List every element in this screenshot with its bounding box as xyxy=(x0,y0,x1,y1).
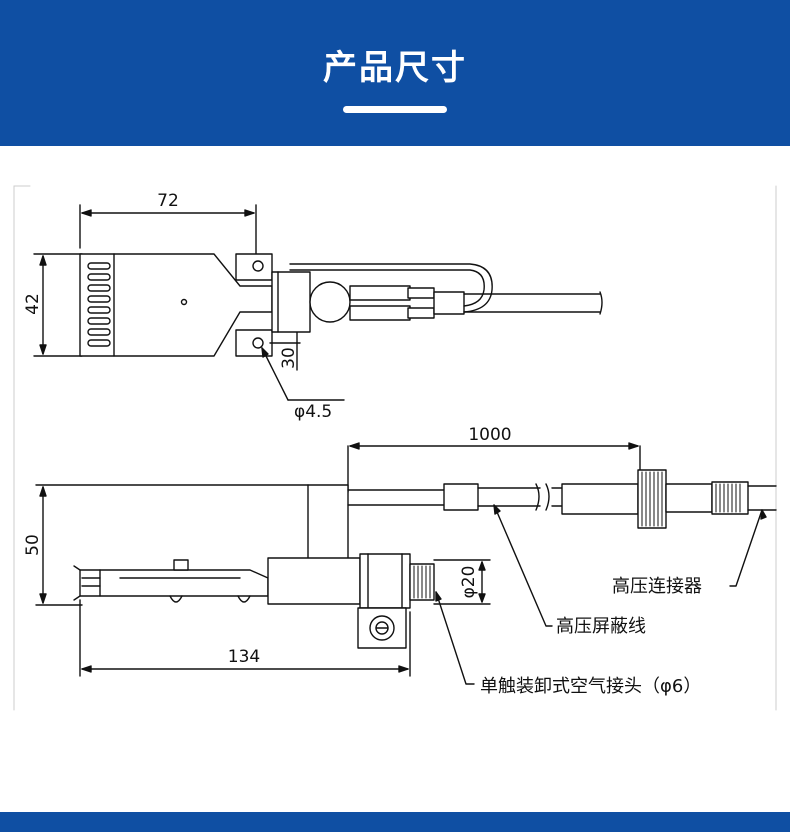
side-view: 1000 50 xyxy=(23,425,777,685)
dim-50-label: 50 xyxy=(23,534,43,556)
page-title: 产品尺寸 xyxy=(323,48,467,88)
label-hv-shield-cable: 高压屏蔽线 xyxy=(556,616,646,637)
top-view: 72 42 30 φ4.5 xyxy=(23,191,603,422)
label-air-fitting: 单触装卸式空气接头（φ6） xyxy=(480,676,701,697)
label-hv-connector: 高压连接器 xyxy=(612,576,702,597)
dim-72-label: 72 xyxy=(157,191,179,211)
dim-1000-label: 1000 xyxy=(468,425,511,445)
dimension-drawing: 72 42 30 φ4.5 xyxy=(13,185,777,711)
header-banner: 产品尺寸 xyxy=(0,0,790,146)
dim-phi45-label: φ4.5 xyxy=(294,402,332,422)
dim-phi20-label: φ20 xyxy=(459,566,479,599)
dim-30-label: 30 xyxy=(279,347,299,369)
dim-134-label: 134 xyxy=(228,647,260,667)
footer-bar xyxy=(0,812,790,832)
dim-42-label: 42 xyxy=(23,293,43,315)
title-underline xyxy=(343,106,447,113)
